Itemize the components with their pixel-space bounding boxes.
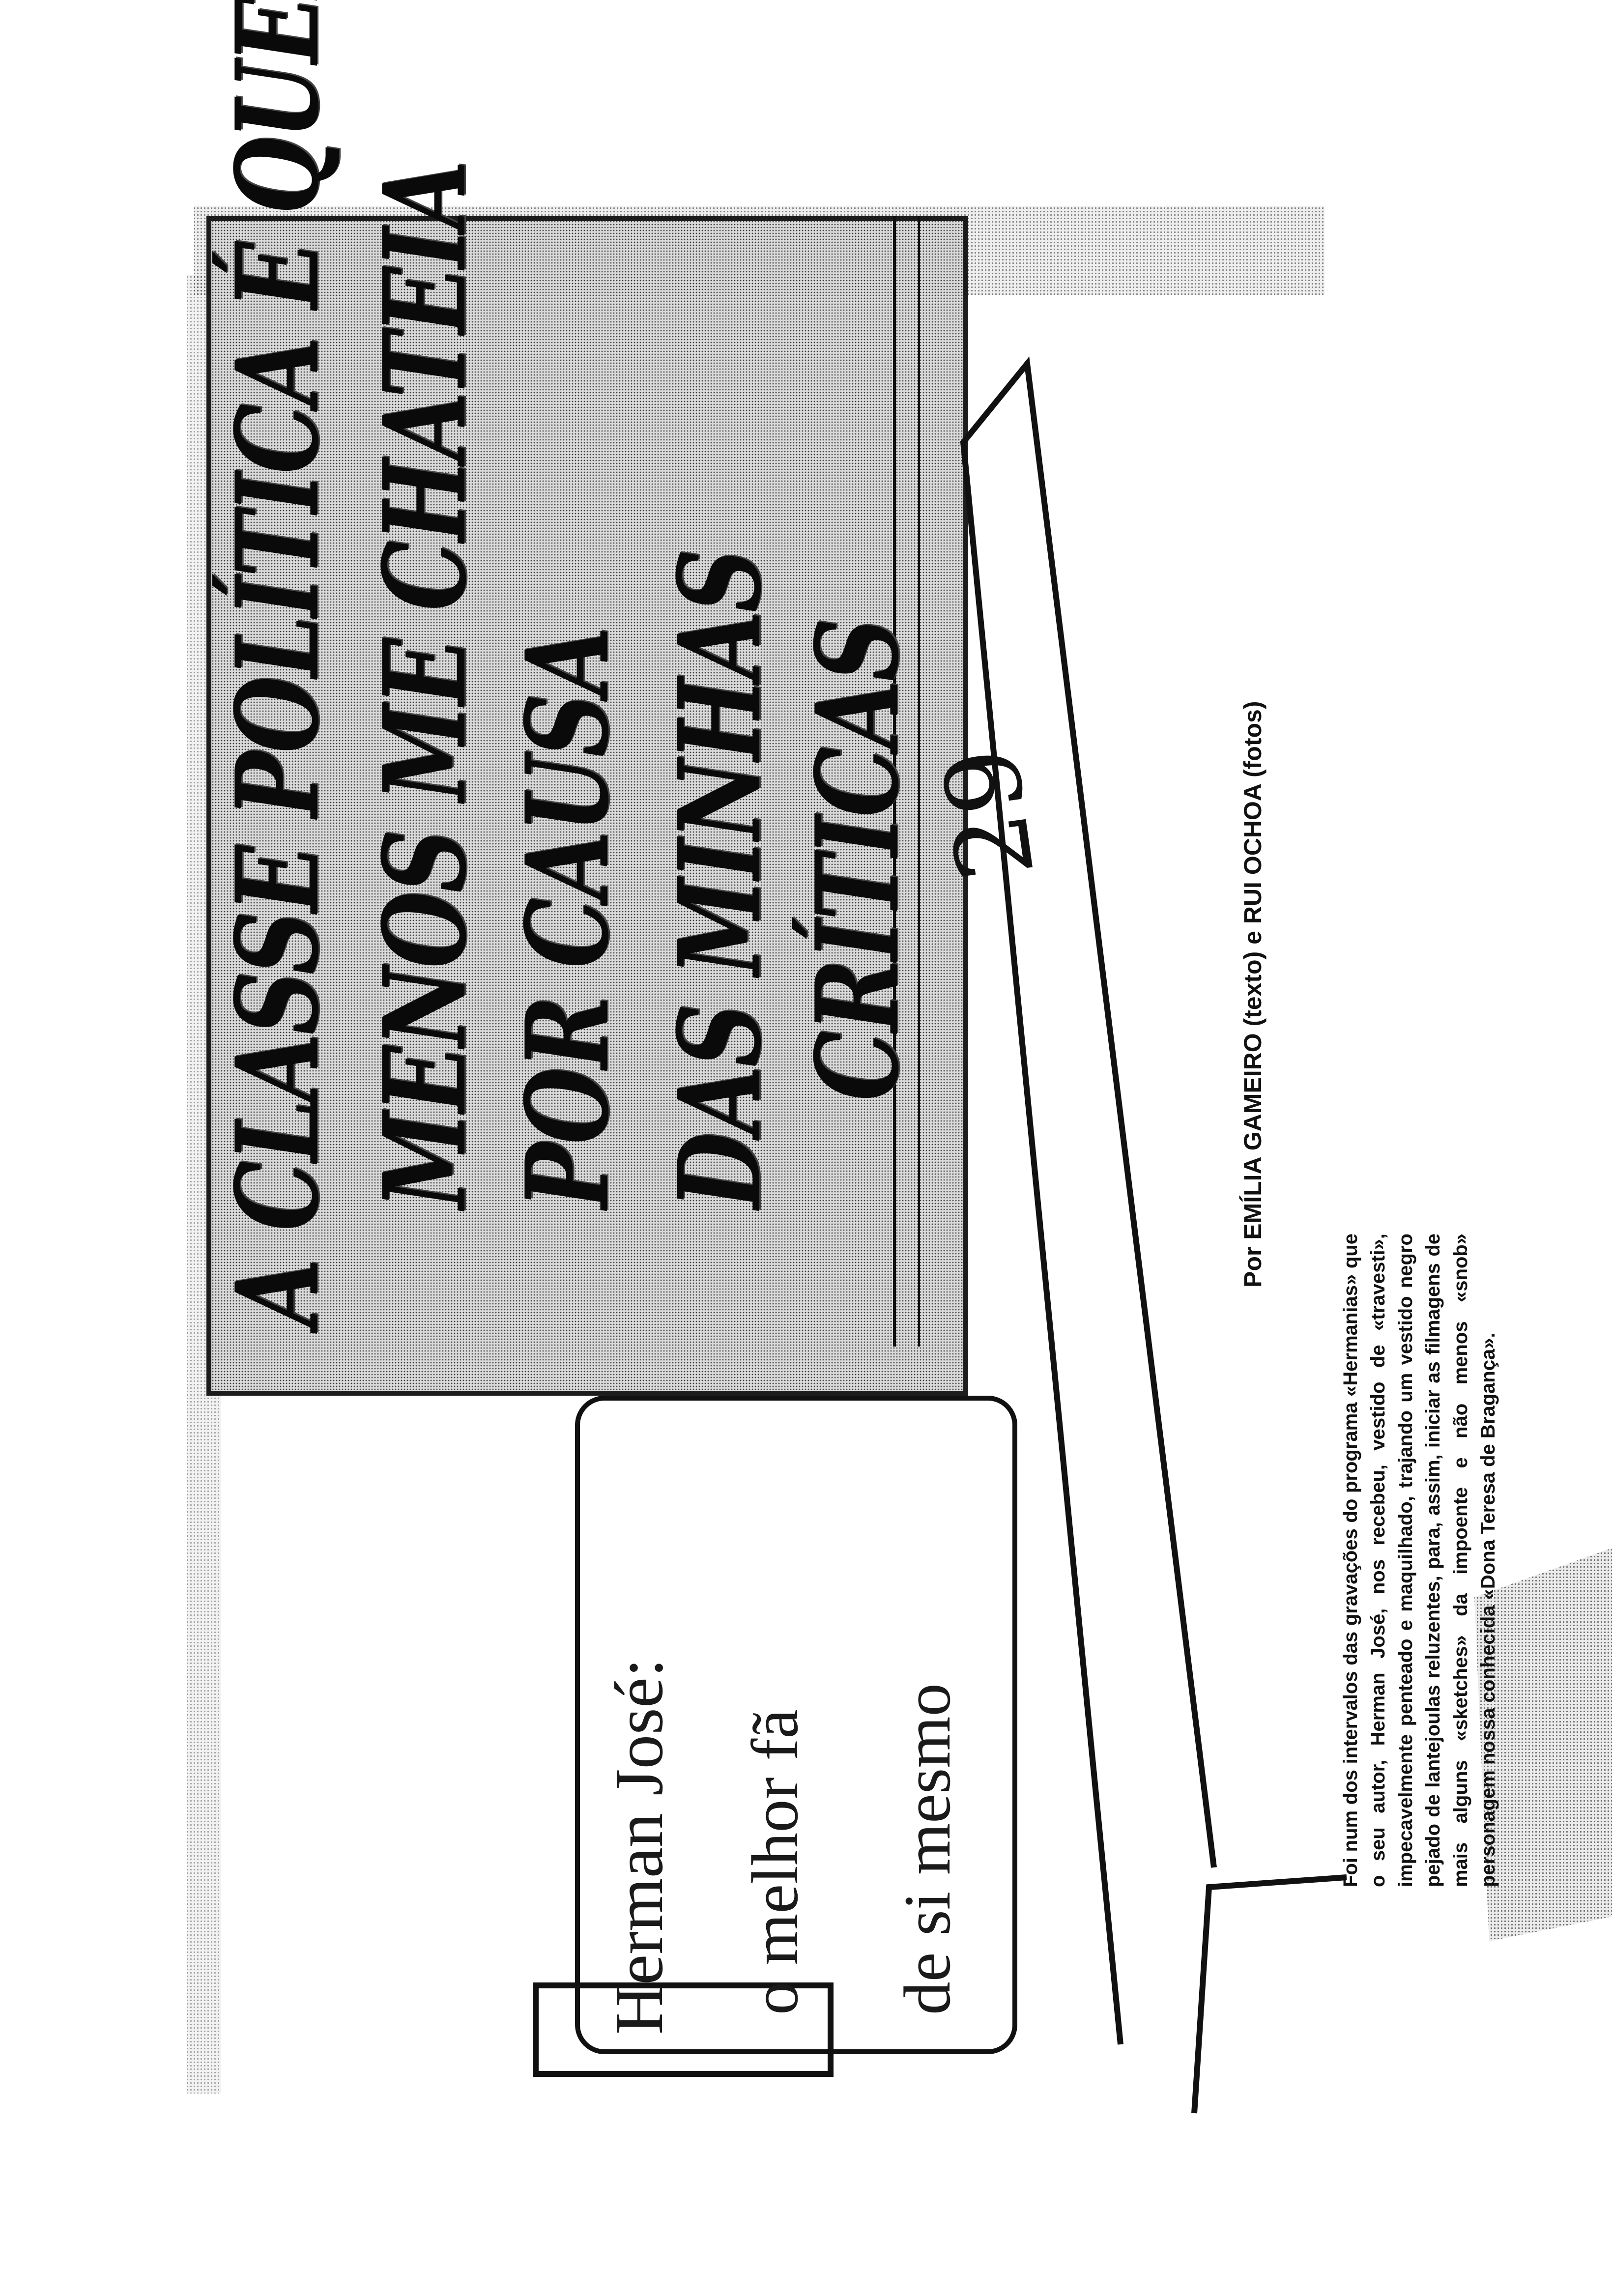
bottom-right-hatch bbox=[1474, 1548, 1612, 1941]
byline: Por EMÍLIA GAMEIRO (texto) e RUI OCHOA (… bbox=[1239, 701, 1267, 1288]
handwritten-note: 29 bbox=[920, 741, 1058, 888]
headline-line-1: A CLASSE POLÍTICA É QUEM bbox=[211, 0, 344, 1327]
bottom-frame-line bbox=[1191, 1874, 1347, 2114]
headline-line-4: DAS MINHAS bbox=[654, 550, 786, 1209]
rotated-article: A CLASSE POLÍTICA É QUEM MENOS ME CHATEI… bbox=[192, 0, 1499, 2133]
kicker-line-2: o melhor fã bbox=[739, 1709, 812, 2015]
headline-line-3: POR CAUSA bbox=[501, 628, 634, 1209]
headline-line-2: MENOS ME CHATEIA bbox=[359, 162, 491, 1209]
kicker-line-1: Herman José: bbox=[601, 1658, 677, 2035]
kicker-line-3: de si mesmo bbox=[891, 1683, 964, 2015]
article-body: Foi num dos intervalos das gravações do … bbox=[1340, 1234, 1499, 1887]
diagonal-frame-line bbox=[960, 356, 1217, 2045]
cutout-bracket bbox=[533, 1982, 834, 2077]
headline-line-5: CRÍTICAS bbox=[791, 619, 924, 1101]
frame-overlay bbox=[533, 216, 1347, 2114]
